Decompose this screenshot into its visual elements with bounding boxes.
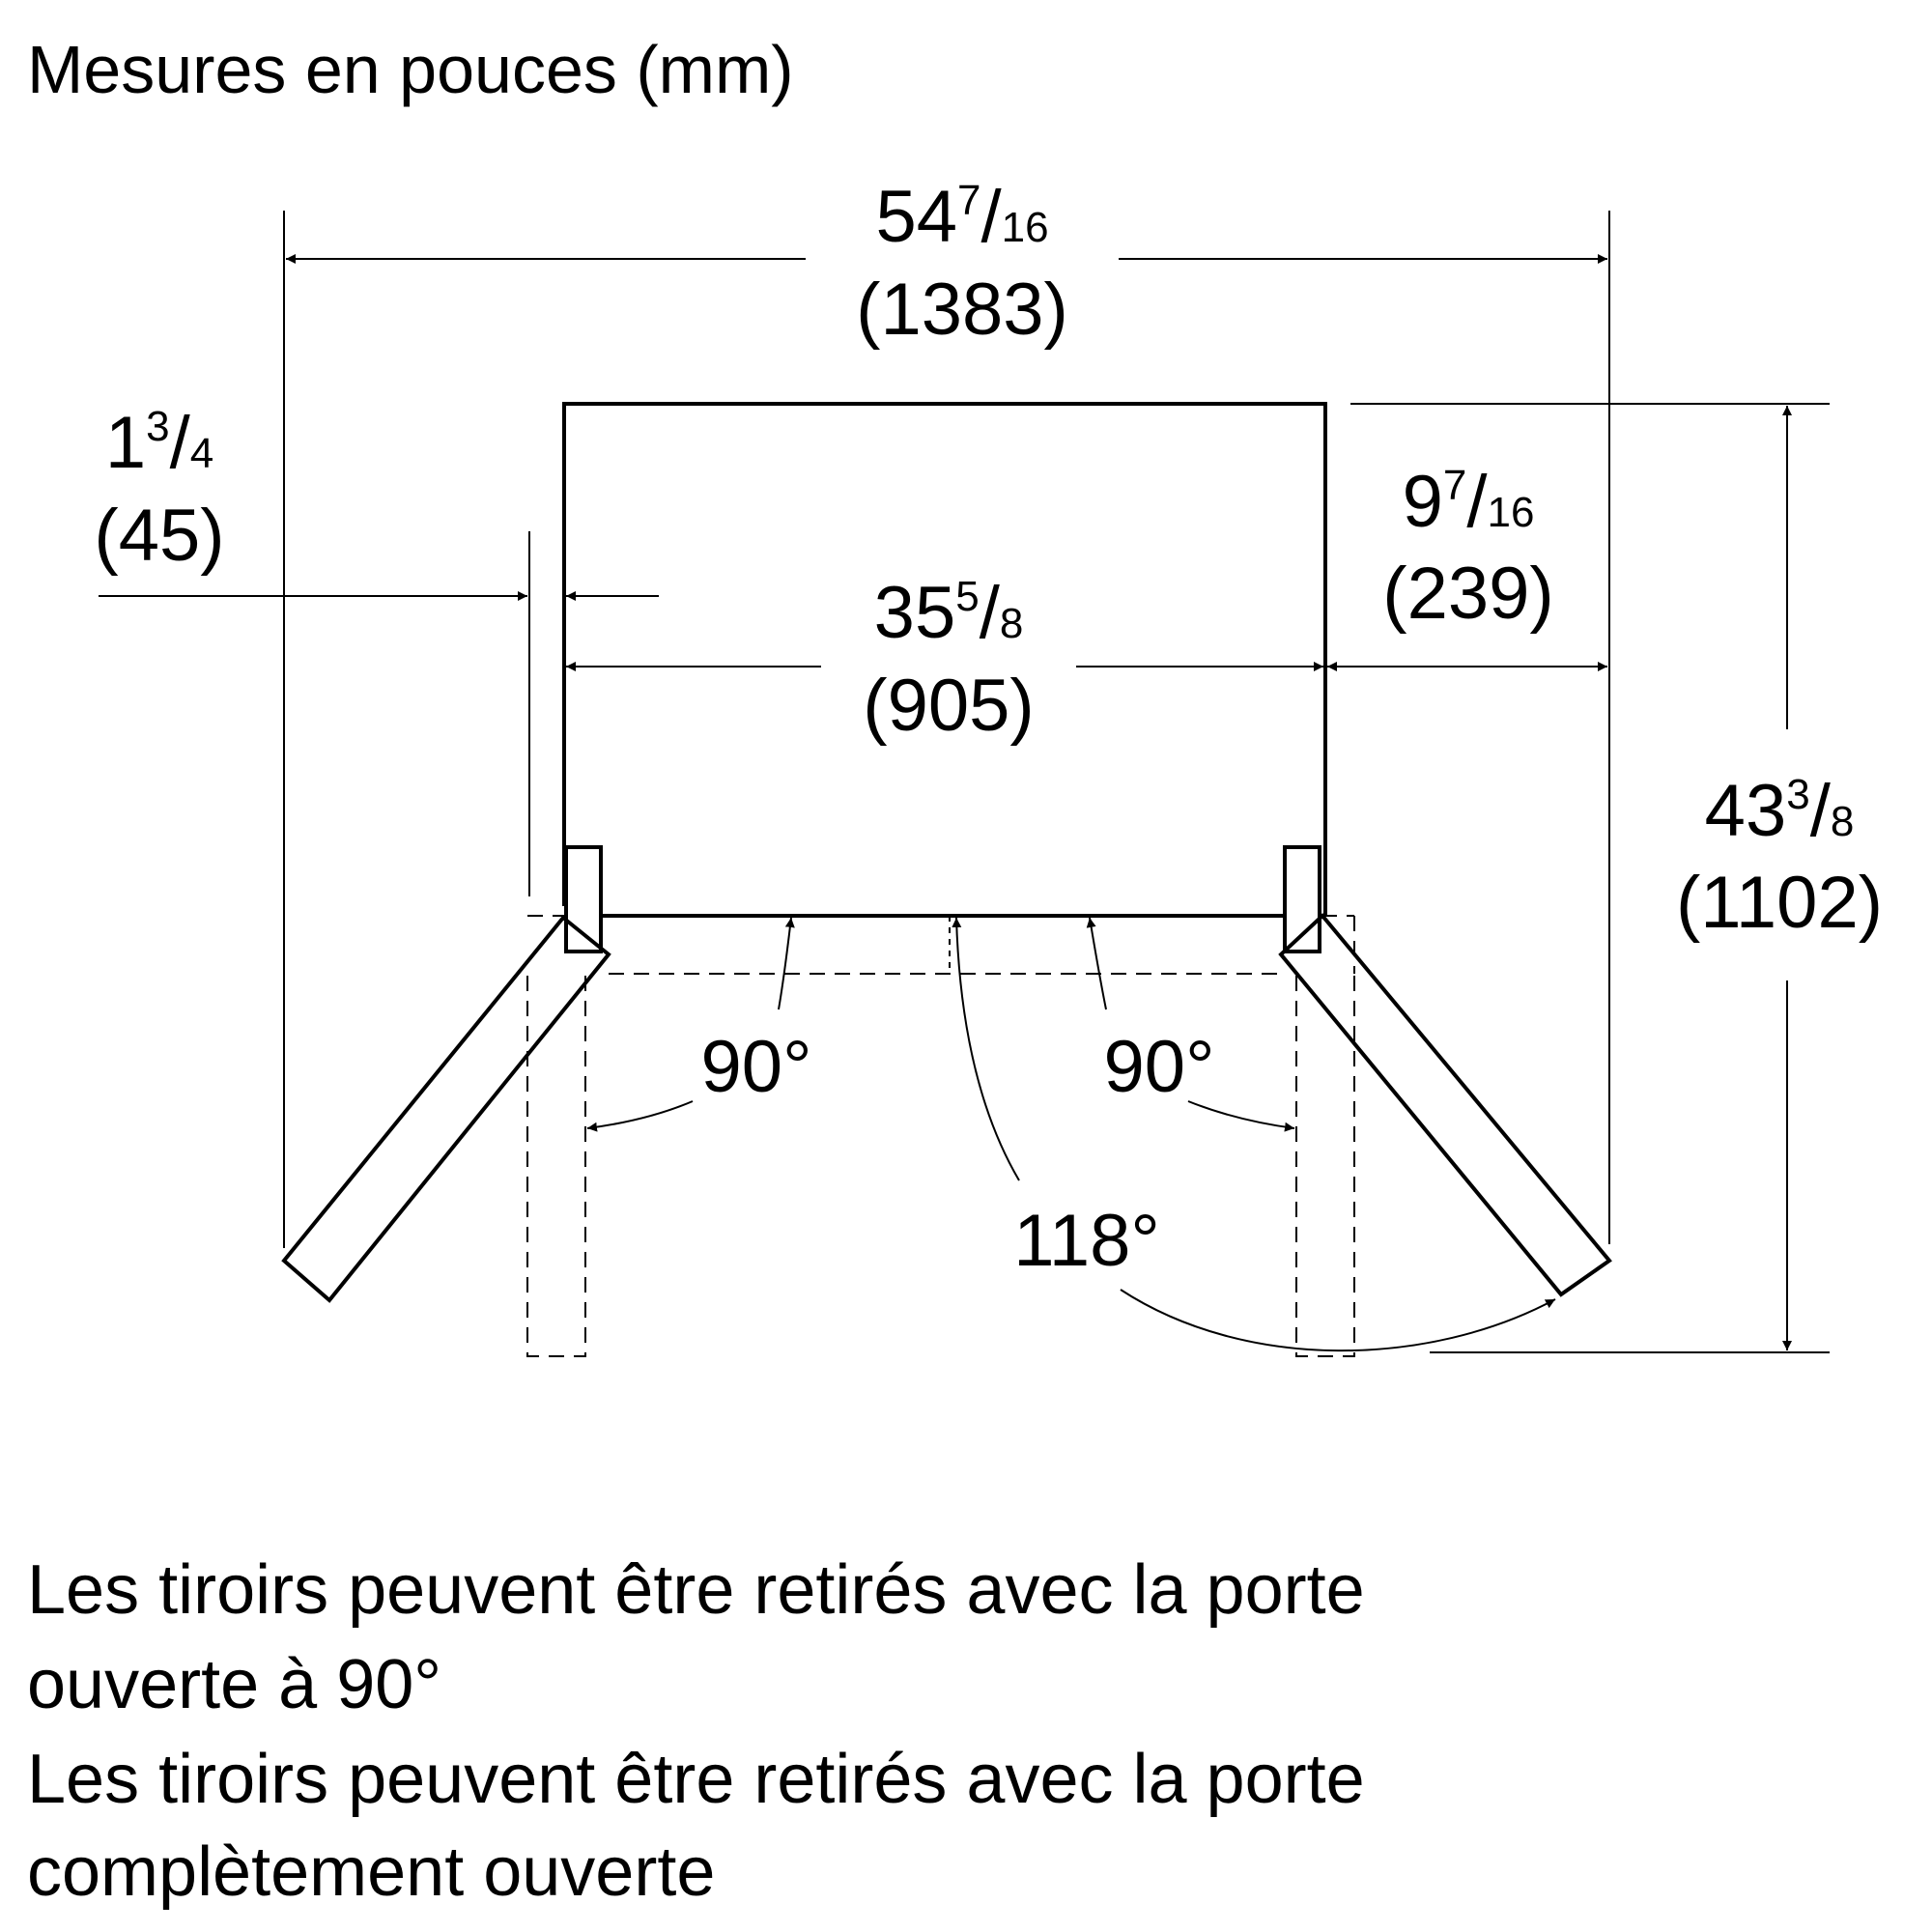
angle-arc-right-side bbox=[1187, 1100, 1295, 1132]
angle-arc-left-up bbox=[778, 917, 795, 1010]
dim-label-overall-width: 547/16 bbox=[875, 176, 1048, 258]
dim-label-right-offset-mm: (239) bbox=[1382, 553, 1553, 635]
dim-label-left-offset: 13/4 bbox=[105, 402, 213, 484]
dim-label-cabinet-width-mm: (905) bbox=[863, 665, 1034, 747]
dim-label-left-offset-mm: (45) bbox=[94, 495, 224, 577]
hinge-left bbox=[564, 845, 603, 953]
dim-label-overall-depth-mm: (1102) bbox=[1676, 862, 1883, 944]
dim-label-overall-depth: 433/8 bbox=[1705, 770, 1855, 852]
door-right-open bbox=[1278, 913, 1612, 1297]
note-line-3: Les tiroirs peuvent être retirés avec la… bbox=[27, 1741, 1365, 1818]
drawer-clearance-outline bbox=[526, 915, 1355, 1357]
angle-arc-right-up bbox=[1086, 917, 1107, 1010]
angle-label-right: 90° bbox=[1104, 1026, 1215, 1108]
angle-arc-left-side bbox=[586, 1100, 694, 1132]
cabinet-outline bbox=[562, 402, 1327, 916]
angle-arc-center-up bbox=[952, 917, 1020, 1181]
note-line-4: complètement ouverte bbox=[27, 1833, 715, 1911]
door-left-open bbox=[281, 915, 611, 1303]
note-line-2: ouverte à 90° bbox=[27, 1646, 441, 1723]
angle-label-left: 90° bbox=[701, 1026, 812, 1108]
angle-label-full-open: 118° bbox=[1013, 1200, 1160, 1282]
note-line-1: Les tiroirs peuvent être retirés avec la… bbox=[27, 1551, 1365, 1629]
dim-label-cabinet-width: 355/8 bbox=[874, 572, 1024, 654]
dim-label-overall-width-mm: (1383) bbox=[856, 269, 1068, 351]
hinge-right bbox=[1283, 845, 1321, 953]
angle-arc-118 bbox=[1120, 1289, 1556, 1352]
dim-label-right-offset: 97/16 bbox=[1403, 461, 1535, 543]
diagram-title: Mesures en pouces (mm) bbox=[27, 32, 794, 107]
